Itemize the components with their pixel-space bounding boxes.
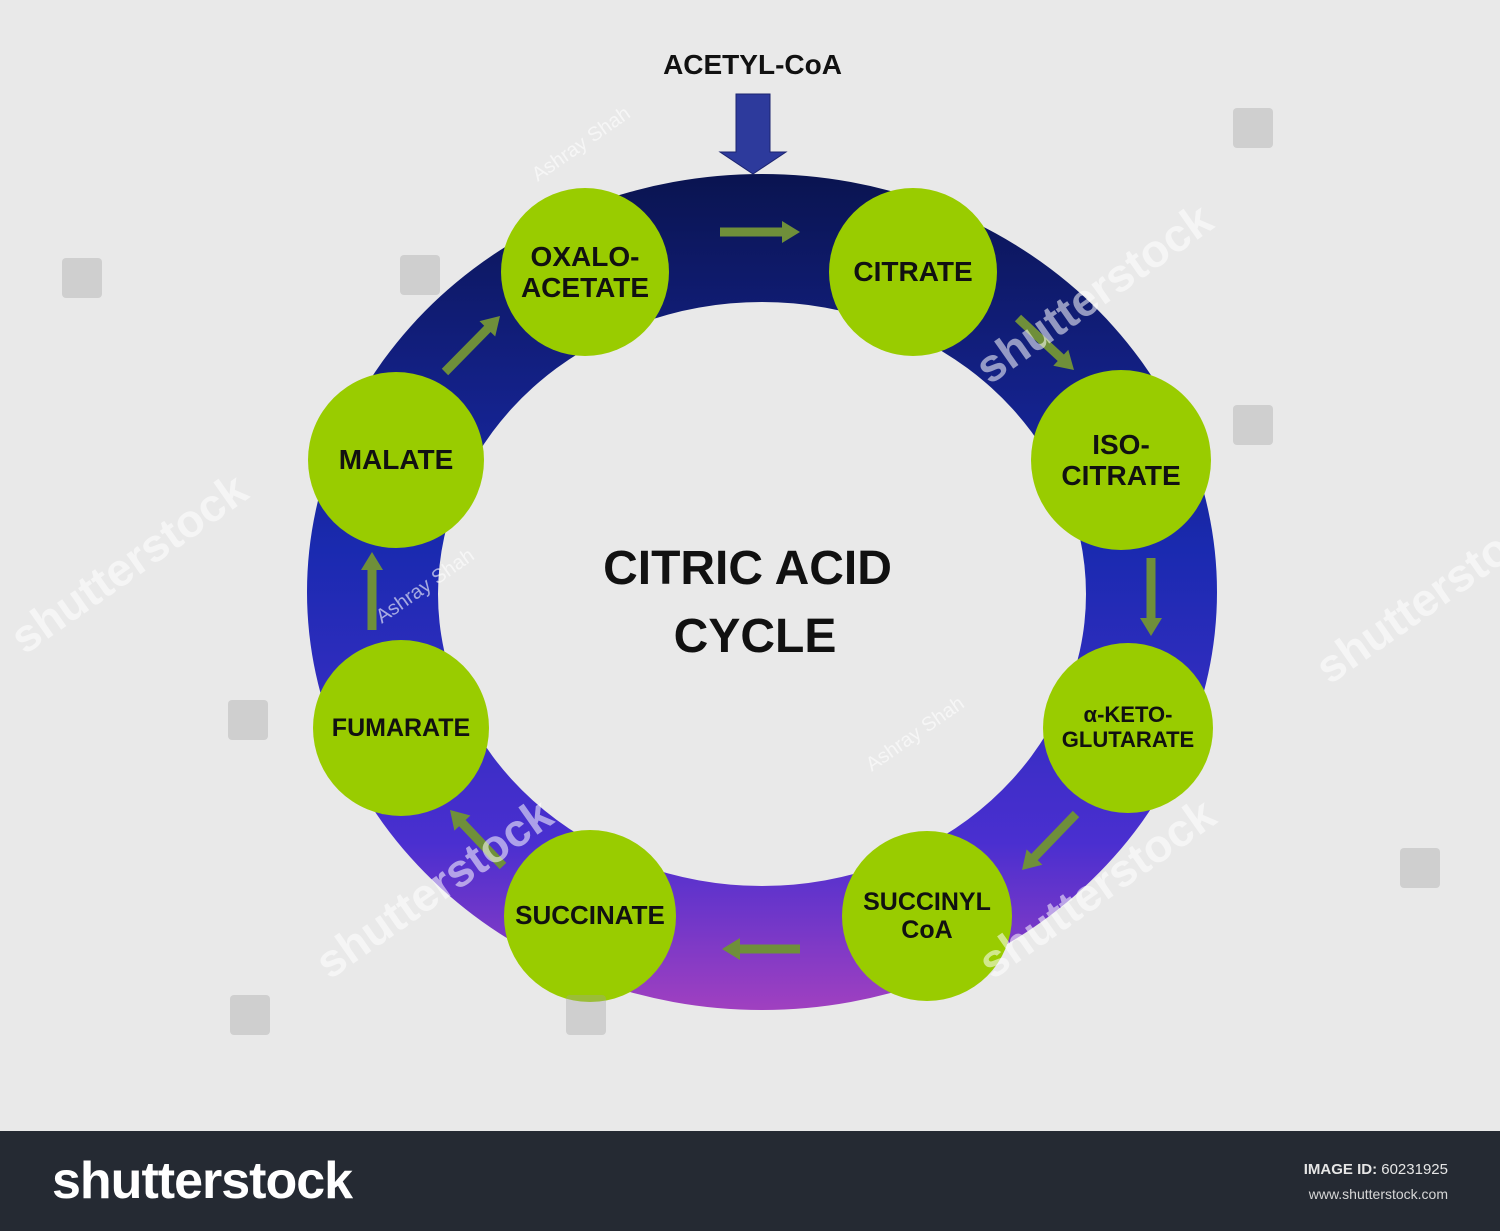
footer-bar: shutterstock IMAGE ID: 60231925 www.shut…	[0, 1131, 1500, 1231]
diagram-canvas: ACETYL-CoA CITRIC ACID CYCLE OXALO- ACET…	[1, 49, 1500, 1035]
node-label-alpha-ketoglutarate: α-KETO- GLUTARATE	[1061, 702, 1195, 752]
node-oxaloacetate	[501, 188, 669, 356]
image-id-line: IMAGE ID: 60231925	[1304, 1161, 1448, 1178]
node-label-citrate: CITRATE	[853, 256, 973, 288]
step-arrow-3	[1140, 558, 1162, 636]
node-succinyl-coa	[842, 831, 1012, 1001]
node-fumarate	[313, 640, 489, 816]
node-alpha-ketoglutarate	[1043, 643, 1213, 813]
image-id-value: 60231925	[1381, 1161, 1448, 1178]
node-malate	[308, 372, 484, 548]
acetyl-coa-label: ACETYL-CoA	[663, 49, 842, 80]
footer-brand-logo: shutterstock	[52, 1152, 353, 1210]
node-label-succinate: SUCCINATE	[515, 900, 665, 931]
step-arrow-7	[361, 552, 383, 630]
image-id-label: IMAGE ID:	[1303, 1161, 1378, 1178]
acetyl-coa-input-arrow	[718, 93, 788, 175]
step-arrow-2	[1014, 314, 1074, 370]
citric-acid-cycle-diagram	[307, 93, 1217, 1010]
step-arrow-4	[1022, 810, 1080, 870]
node-label-isocitrate: ISO- CITRATE	[1061, 428, 1181, 491]
cycle-ring	[307, 174, 1217, 1010]
step-arrow-8	[441, 316, 500, 376]
node-label-malate: MALATE	[338, 444, 454, 476]
node-isocitrate	[1031, 370, 1211, 550]
node-label-oxaloacetate: OXALO- ACETATE	[520, 240, 650, 303]
center-title-line-2: CYCLE	[673, 610, 837, 663]
node-label-fumarate: FUMARATE	[331, 714, 471, 742]
node-label-succinyl-coa: SUCCINYL CoA	[863, 888, 991, 944]
node-citrate	[829, 188, 997, 356]
site-url: www.shutterstock.com	[1308, 1186, 1448, 1202]
step-arrow-6	[450, 810, 507, 870]
node-succinate	[504, 830, 676, 1002]
step-arrow-1	[720, 221, 800, 243]
center-title-line-1: CITRIC ACID	[603, 542, 892, 595]
step-arrow-5	[722, 938, 800, 960]
